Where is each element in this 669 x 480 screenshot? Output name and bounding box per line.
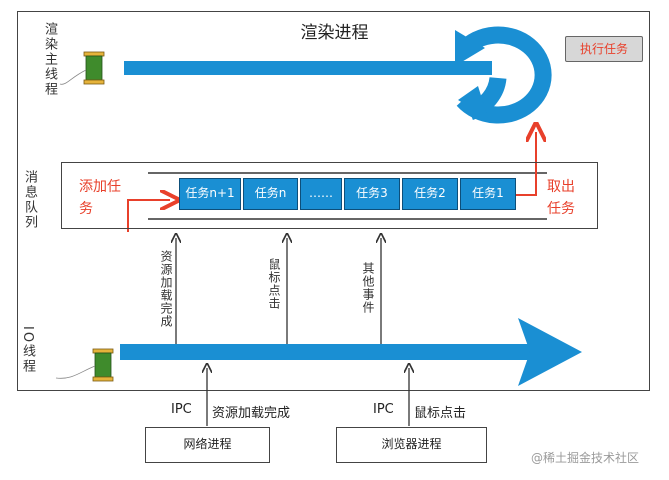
- diagram-title: 渲染进程: [300, 23, 369, 43]
- task-item: 任务n+1: [179, 178, 241, 210]
- message-queue: [61, 162, 598, 229]
- ipc-label: IPC: [171, 402, 192, 417]
- ipc-resource-loaded-label: 资源加载完成: [212, 406, 291, 421]
- ipc-label: IPC: [373, 402, 394, 417]
- add-task-arrow: [127, 200, 170, 232]
- main-thread-label: 渲染主线程: [42, 22, 57, 97]
- io-thread-label: IO线程: [20, 326, 35, 375]
- other-events-label: 其他事件: [361, 262, 375, 314]
- task-item: 任务2: [402, 178, 458, 210]
- io-thread-spool-icon: [55, 348, 114, 382]
- task-item: 任务1: [460, 178, 516, 210]
- queue-label: 消息队列: [22, 170, 37, 230]
- take-task-label: 取出任务: [547, 179, 575, 217]
- add-task-label: 添加任务: [79, 179, 121, 217]
- main-thread-bar: [124, 61, 492, 75]
- ipc-mouse-click-label: 鼠标点击: [414, 406, 467, 421]
- watermark: @稀土掘金技术社区: [531, 451, 640, 465]
- render-process-frame: [17, 11, 650, 391]
- network-process-box: 网络进程: [145, 427, 270, 463]
- take-task-arrow: [516, 132, 536, 196]
- browser-process-box: 浏览器进程: [336, 427, 487, 463]
- mouse-click-label: 鼠标点击: [267, 258, 281, 310]
- io-thread-arrowhead: [518, 318, 582, 386]
- task-item: 任务n: [243, 178, 298, 210]
- io-thread-bar: [120, 344, 535, 360]
- main-thread-spool-icon: [59, 51, 105, 85]
- execute-task-badge: 执行任务: [565, 36, 643, 62]
- resource-loaded-label: 资源加载完成: [159, 250, 173, 328]
- task-item: ……: [300, 178, 342, 210]
- task-item: 任务3: [344, 178, 400, 210]
- event-loop-icon: [455, 26, 552, 124]
